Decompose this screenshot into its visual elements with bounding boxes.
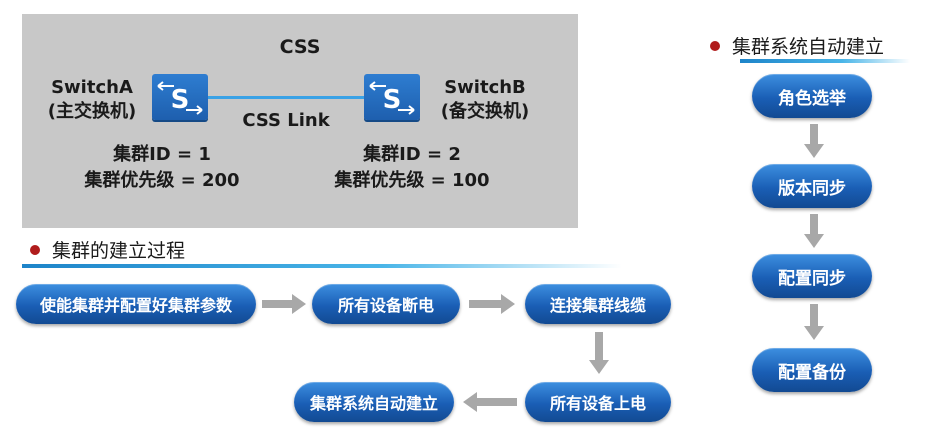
svg-text:S: S [383, 85, 402, 115]
arrow-right-icon [262, 294, 306, 314]
switch-b-name: SwitchB [444, 77, 526, 98]
switch-a-params: 集群ID = 1 集群优先级 = 200 [62, 142, 262, 194]
arrow-down-icon [804, 214, 824, 248]
arrow-left-icon [463, 392, 517, 412]
bullet-icon [710, 40, 720, 51]
switch-a-priority: 集群优先级 = 200 [84, 170, 240, 191]
build-process-heading: 集群的建立过程 [30, 236, 185, 263]
process-step: 使能集群并配置好集群参数 [16, 284, 256, 324]
switch-b-role: (备交换机) [440, 101, 530, 122]
auto-setup-heading: 集群系统自动建立 [710, 32, 884, 59]
build-process-heading-text: 集群的建立过程 [52, 240, 186, 262]
switch-b-label: SwitchB (备交换机) [420, 76, 550, 124]
switch-a-name: SwitchA [51, 77, 133, 98]
arrow-down-icon [804, 304, 824, 340]
css-topology-panel: CSS SwitchA (主交换机) S CSS Link S SwitchB … [22, 14, 578, 228]
switch-icon: S [364, 74, 420, 120]
setup-step: 角色选举 [752, 74, 872, 118]
bullet-icon [30, 244, 40, 255]
setup-step: 配置同步 [752, 254, 872, 298]
setup-step: 配置备份 [752, 348, 872, 392]
arrow-down-icon [589, 332, 609, 374]
process-step: 集群系统自动建立 [294, 382, 454, 422]
css-link-label: CSS Link [242, 110, 330, 131]
auto-setup-heading-text: 集群系统自动建立 [732, 36, 885, 58]
switch-a-role: (主交换机) [47, 101, 137, 122]
section-underline [740, 59, 910, 63]
svg-text:S: S [171, 85, 190, 115]
section-underline [22, 264, 622, 268]
process-step: 所有设备断电 [312, 284, 460, 324]
switch-b-params: 集群ID = 2 集群优先级 = 100 [302, 142, 522, 194]
setup-step: 版本同步 [752, 164, 872, 208]
process-step: 所有设备上电 [525, 382, 671, 422]
switch-b-priority: 集群优先级 = 100 [334, 170, 490, 191]
css-link-line [208, 96, 364, 99]
switch-icon: S [152, 74, 208, 120]
switch-b-cluster-id: 集群ID = 2 [363, 144, 461, 165]
switch-a-cluster-id: 集群ID = 1 [113, 144, 211, 165]
process-step: 连接集群线缆 [525, 284, 671, 324]
arrow-down-icon [804, 124, 824, 158]
arrow-right-icon [469, 294, 515, 314]
css-title: CSS [279, 36, 321, 58]
switch-a-label: SwitchA (主交换机) [32, 76, 152, 124]
